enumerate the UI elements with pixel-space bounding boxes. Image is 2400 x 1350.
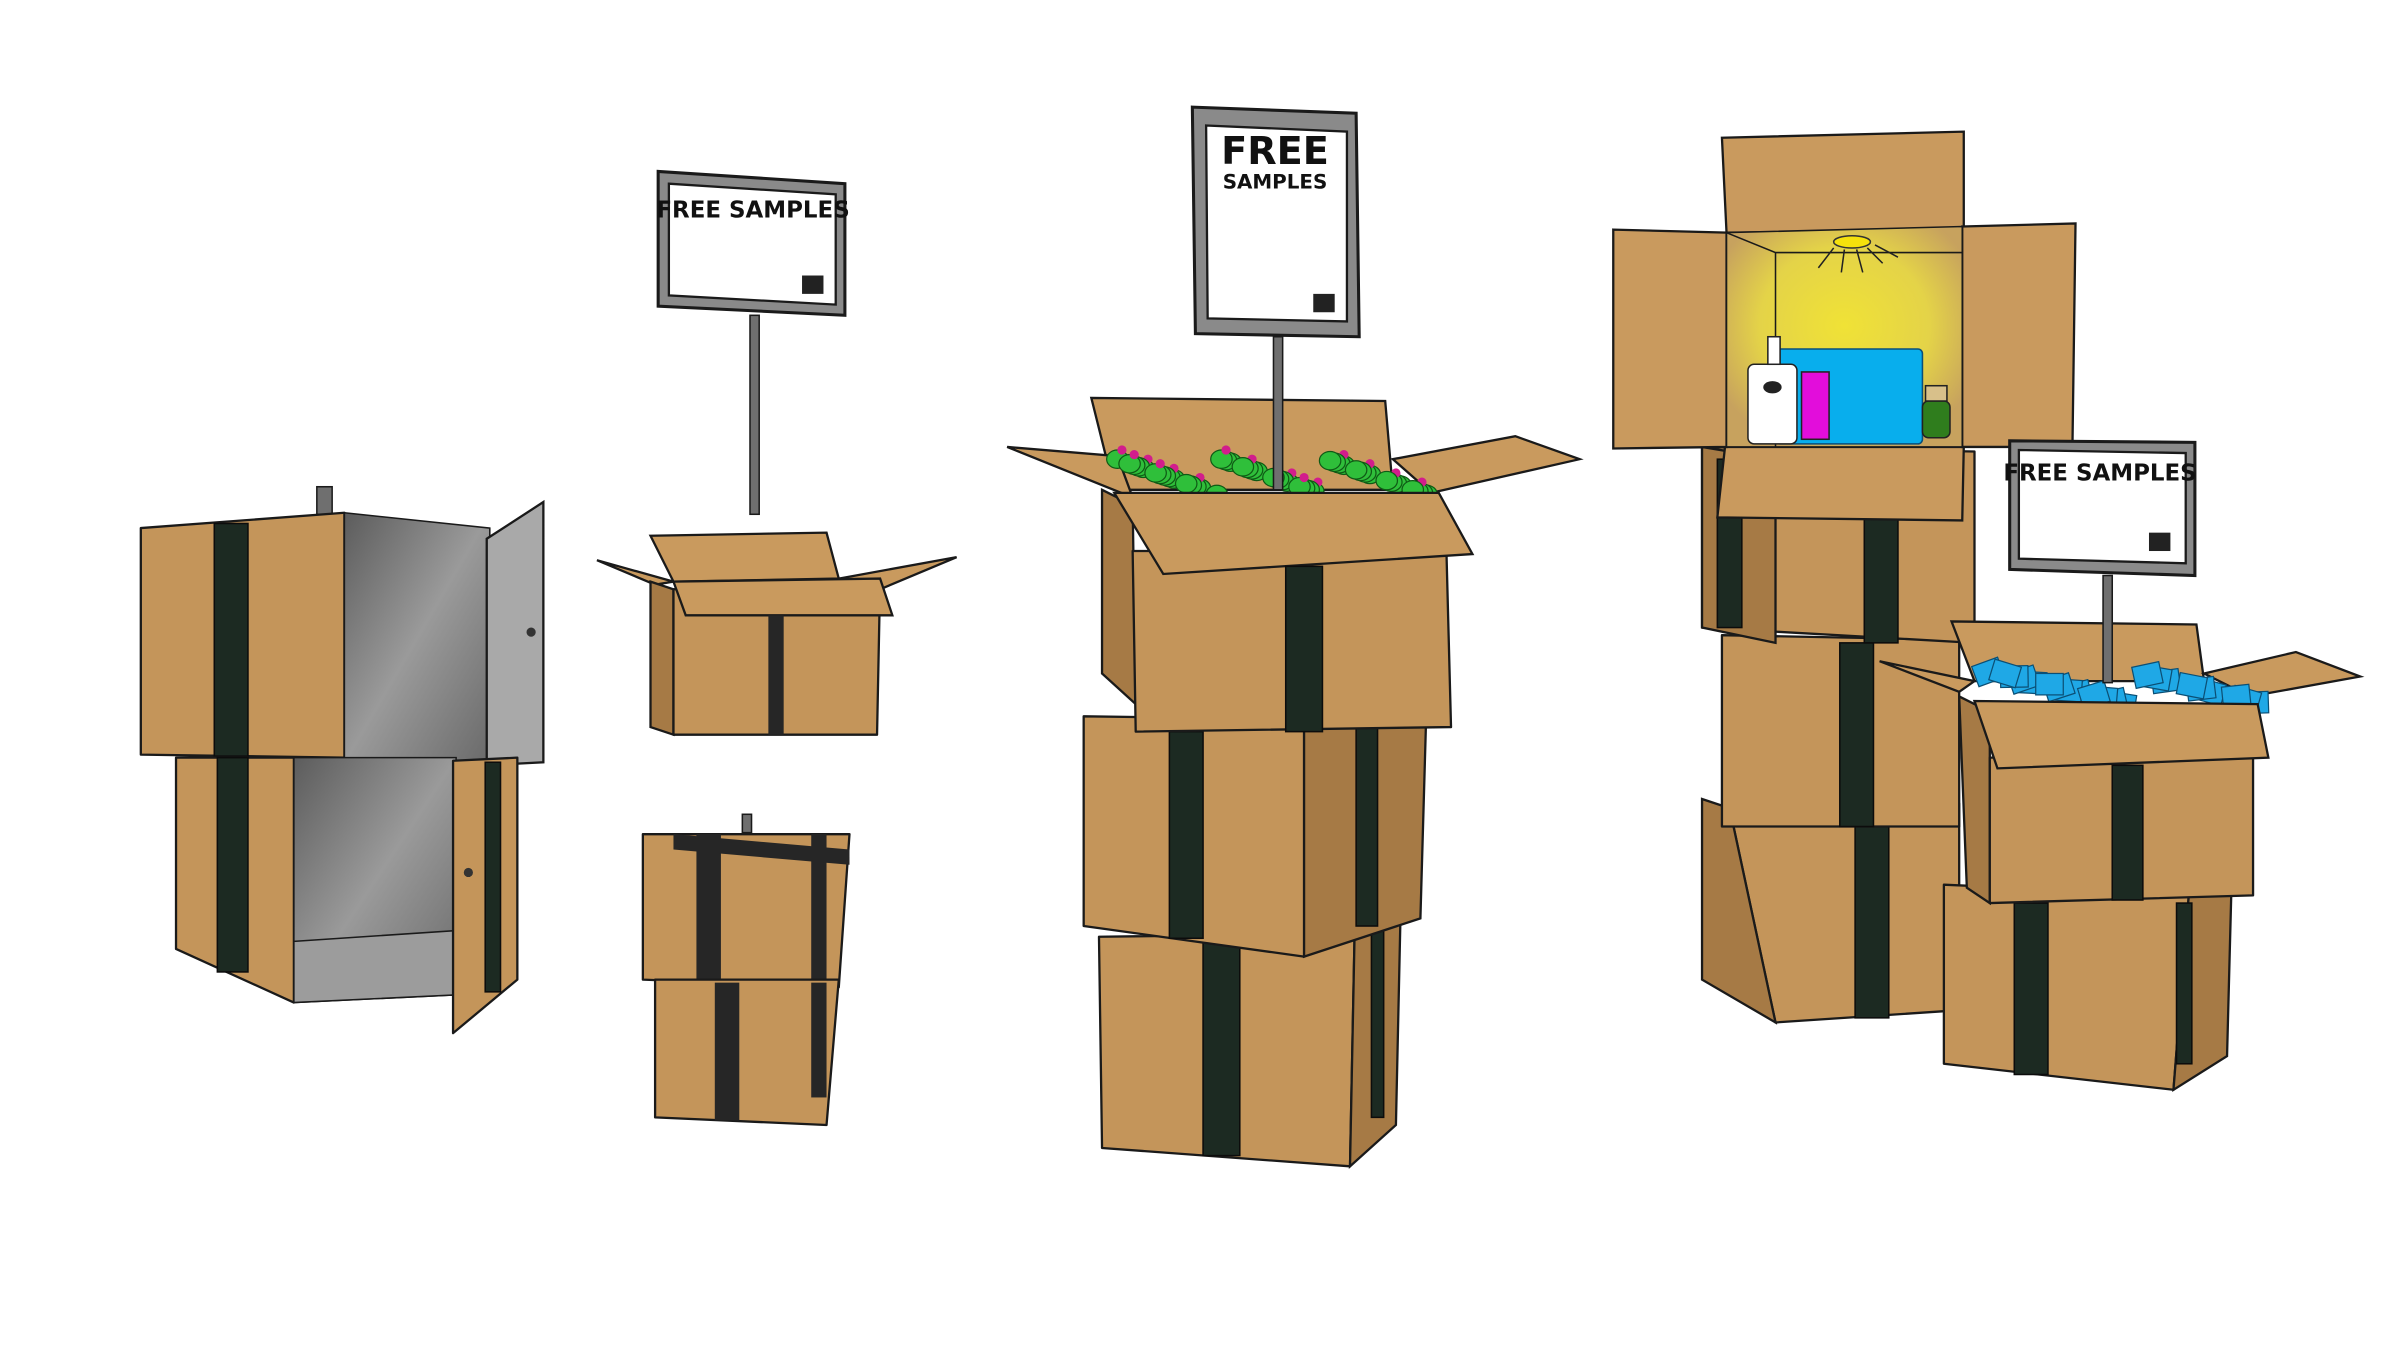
sign-text: FREE SAMPLES	[656, 197, 849, 223]
sign-face	[1204, 124, 1349, 323]
knob	[741, 813, 753, 834]
plant-leaf	[1318, 450, 1342, 471]
plant-flower	[1221, 445, 1231, 455]
cabinet-box-stack	[139, 485, 545, 1035]
blue-samples	[1970, 656, 2270, 718]
light-rays-icon	[1817, 244, 1899, 273]
plant-leaf	[1375, 470, 1399, 491]
tape	[2175, 902, 2193, 1065]
tape	[1355, 726, 1379, 927]
blue-sample-pack	[2035, 672, 2064, 696]
blue-sample-pack	[1988, 658, 2023, 689]
top-box-door	[485, 499, 545, 767]
plant-leaf	[1231, 457, 1255, 477]
bottom-box-floor	[293, 929, 457, 1004]
top-flap	[1720, 130, 1965, 234]
plant-flower	[1129, 450, 1139, 460]
tape	[811, 834, 827, 988]
front-flap	[671, 577, 894, 617]
flap	[648, 531, 841, 583]
top-box-interior	[343, 511, 491, 764]
flap	[1879, 660, 1978, 694]
plant-flower	[1155, 459, 1165, 469]
plant-leaf	[1174, 473, 1198, 494]
bottle-label	[1763, 381, 1782, 394]
left-flap	[1612, 228, 1728, 450]
tape	[1284, 565, 1324, 733]
tape	[216, 756, 249, 973]
lotion-bottle	[1747, 363, 1798, 445]
plant-flower	[1117, 445, 1127, 455]
closed-box-bottom	[653, 978, 840, 1127]
qr-code-icon	[1313, 293, 1335, 313]
small-open-box-display: FREE SAMPLES	[596, 169, 958, 1127]
door-lock-icon	[463, 867, 473, 878]
tape	[811, 982, 827, 1098]
sign-face	[667, 182, 837, 306]
light-bulb-icon	[1832, 234, 1872, 249]
blue-sample-pack	[2131, 660, 2164, 690]
tape	[213, 522, 249, 757]
box-side	[649, 580, 675, 737]
plant-box-stack: FREE SAMPLES	[1006, 105, 1584, 1169]
tape	[2111, 764, 2144, 901]
flap	[1006, 445, 1135, 500]
flap	[596, 559, 674, 586]
sign-pole	[2102, 574, 2114, 684]
magenta-tube	[1800, 371, 1830, 441]
tape	[2013, 902, 2049, 1076]
green-jar	[1921, 400, 1951, 439]
tape	[1168, 730, 1204, 940]
qr-code-icon	[2148, 532, 2171, 552]
bottom-box-side	[1700, 797, 1778, 1025]
sign-text: SAMPLES	[1223, 170, 1328, 193]
sign-pole	[749, 314, 760, 516]
jar-lid	[1924, 384, 1948, 402]
plant-leaf	[1344, 460, 1368, 480]
tape	[673, 834, 850, 865]
tape	[714, 982, 740, 1121]
front-flap	[1112, 491, 1475, 576]
pump-cap	[1767, 335, 1781, 366]
front-bottom-box	[1942, 883, 2190, 1091]
sign-text: FREE	[1221, 129, 1329, 174]
tape	[1839, 642, 1875, 828]
tape	[1863, 516, 1899, 644]
front-flap	[1972, 699, 2270, 770]
lit-shelf-stack: FREE SAMPLES	[1612, 130, 2365, 1092]
qr-code-icon	[802, 275, 824, 294]
sign-pole	[1272, 335, 1284, 491]
sign-text: FREE SAMPLES	[2003, 461, 2196, 487]
front-flap	[1716, 445, 1965, 522]
tape	[1370, 925, 1385, 1119]
tape	[1202, 940, 1241, 1157]
tape	[768, 615, 784, 735]
tape	[696, 834, 721, 988]
door-lock-icon	[526, 627, 536, 637]
right-flap	[1961, 222, 2077, 449]
tape	[484, 761, 502, 993]
knob	[316, 485, 333, 516]
sign-face	[2017, 448, 2187, 565]
tape	[1854, 825, 1890, 1019]
blue-sample-pack	[2175, 671, 2209, 700]
plant-flower	[1299, 472, 1309, 483]
